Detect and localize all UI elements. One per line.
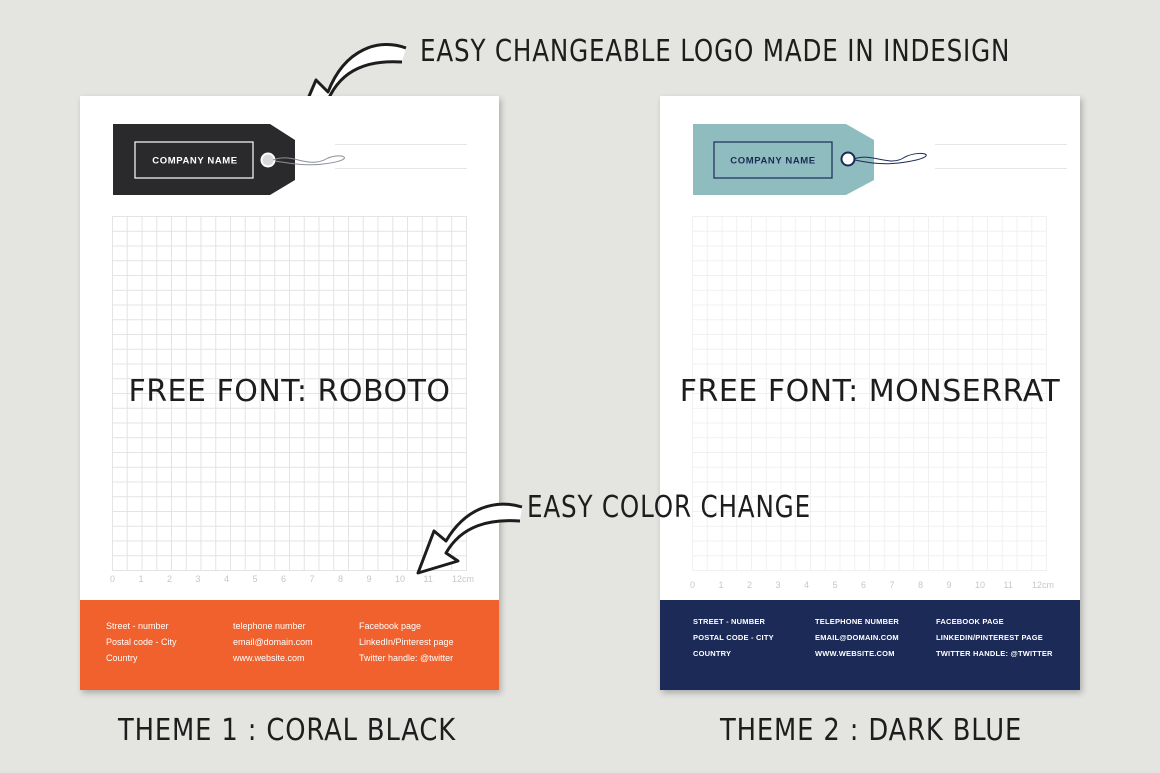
ruler-tick-label: 12cm (452, 574, 475, 584)
telephone-text: telephone number (233, 621, 306, 631)
footer-contact-column: telephone number email@domain.com www.we… (233, 618, 313, 666)
ruler: 0 1 2 3 4 5 6 7 8 9 10 11 12cm (110, 574, 490, 588)
ruler-tick-label: 11 (1003, 580, 1013, 590)
ruler-tick-label: 9 (366, 574, 372, 584)
ruler-tick-label: 1 (138, 574, 144, 584)
country-text: COUNTRY (693, 649, 732, 658)
graph-grid (112, 216, 467, 571)
letterhead-theme-1: COMPANY NAME FREE FONT: ROBOTO 0 1 2 3 4 5 6 7 8… (80, 96, 499, 690)
logo-annotation: EASY CHANGEABLE LOGO MADE IN INDESIGN (420, 34, 1011, 69)
facebook-text: Facebook page (359, 621, 422, 631)
ruler-tick-label: 10 (975, 580, 986, 590)
ruler-tick-label: 7 (889, 580, 895, 590)
footer-address-column: STREET - NUMBER POSTAL CODE - CITY COUNT… (693, 614, 774, 662)
ruler-tick-label: 2 (747, 580, 753, 590)
color-annotation: EASY COLOR CHANGE (527, 490, 811, 525)
linkedin-text: LINKEDIN/PINTEREST PAGE (936, 633, 1043, 642)
company-name-label: COMPANY NAME (730, 156, 816, 167)
email-text: email@domain.com (233, 637, 313, 647)
telephone-text: TELEPHONE NUMBER (815, 617, 900, 626)
website-text: WWW.WEBSITE.COM (815, 649, 895, 658)
logo-tag-theme-2: COMPANY NAME (693, 124, 927, 195)
logo-tag-theme-1: COMPANY NAME (113, 124, 345, 195)
font-label: FREE FONT: MONSERRAT (679, 374, 1061, 409)
ruler-tick-label: 0 (690, 580, 696, 590)
footer-social-column: Facebook page LinkedIn/Pinterest page Tw… (359, 618, 454, 666)
street-text: Street - number (106, 621, 169, 631)
header-lines (935, 144, 1067, 192)
ruler-tick-label: 9 (946, 580, 952, 590)
ruler-tick-label: 8 (918, 580, 924, 590)
footer-contact-column: TELEPHONE NUMBER EMAIL@DOMAIN.COM WWW.WE… (815, 614, 899, 662)
ruler-tick-label: 10 (395, 574, 406, 584)
ruler-tick-label: 11 (423, 574, 433, 584)
ruler-tick-label: 6 (281, 574, 287, 584)
ruler-tick-label: 1 (718, 580, 724, 590)
ruler-tick-label: 6 (861, 580, 867, 590)
country-text: Country (106, 653, 138, 663)
ruler-tick-label: 5 (252, 574, 258, 584)
facebook-text: FACEBOOK PAGE (936, 617, 1004, 626)
twitter-text: Twitter handle: @twitter (359, 653, 454, 663)
ruler-tick-label: 8 (338, 574, 344, 584)
ruler-tick-label: 2 (167, 574, 173, 584)
header-lines (335, 144, 467, 192)
postal-text: POSTAL CODE - CITY (693, 633, 774, 642)
ruler-tick-label: 0 (110, 574, 116, 584)
theme-2-caption: THEME 2 : DARK BLUE (720, 713, 1023, 748)
footer-band: STREET - NUMBER POSTAL CODE - CITY COUNT… (660, 600, 1080, 690)
font-label: FREE FONT: ROBOTO (128, 374, 451, 409)
postal-text: Postal code - City (106, 637, 177, 647)
ruler-tick-label: 4 (804, 580, 810, 590)
footer-band: Street - number Postal code - City Count… (80, 600, 499, 690)
twitter-text: TWITTER HANDLE: @TWITTER (936, 649, 1053, 658)
street-text: STREET - NUMBER (693, 617, 766, 626)
arrow-to-footer-icon (416, 502, 523, 575)
ruler-tick-label: 3 (195, 574, 201, 584)
theme-1-caption: THEME 1 : CORAL BLACK (118, 713, 457, 748)
website-text: www.website.com (233, 653, 305, 663)
ruler-tick-label: 5 (832, 580, 838, 590)
linkedin-text: LinkedIn/Pinterest page (359, 637, 454, 647)
ruler-tick-label: 12cm (1032, 580, 1055, 590)
graph-grid (692, 216, 1047, 571)
ruler: 0 1 2 3 4 5 6 7 8 9 10 11 12cm (690, 580, 1070, 594)
footer-address-column: Street - number Postal code - City Count… (106, 618, 177, 666)
footer-social-column: FACEBOOK PAGE LINKEDIN/PINTEREST PAGE TW… (936, 614, 1053, 662)
ruler-tick-label: 7 (309, 574, 315, 584)
company-name-label: COMPANY NAME (152, 156, 238, 167)
email-text: EMAIL@DOMAIN.COM (815, 633, 899, 642)
letterhead-theme-2: COMPANY NAME FREE FONT: MONSERRAT 0 1 2 3 4 5… (660, 96, 1080, 690)
ruler-tick-label: 4 (224, 574, 230, 584)
ruler-tick-label: 3 (775, 580, 781, 590)
